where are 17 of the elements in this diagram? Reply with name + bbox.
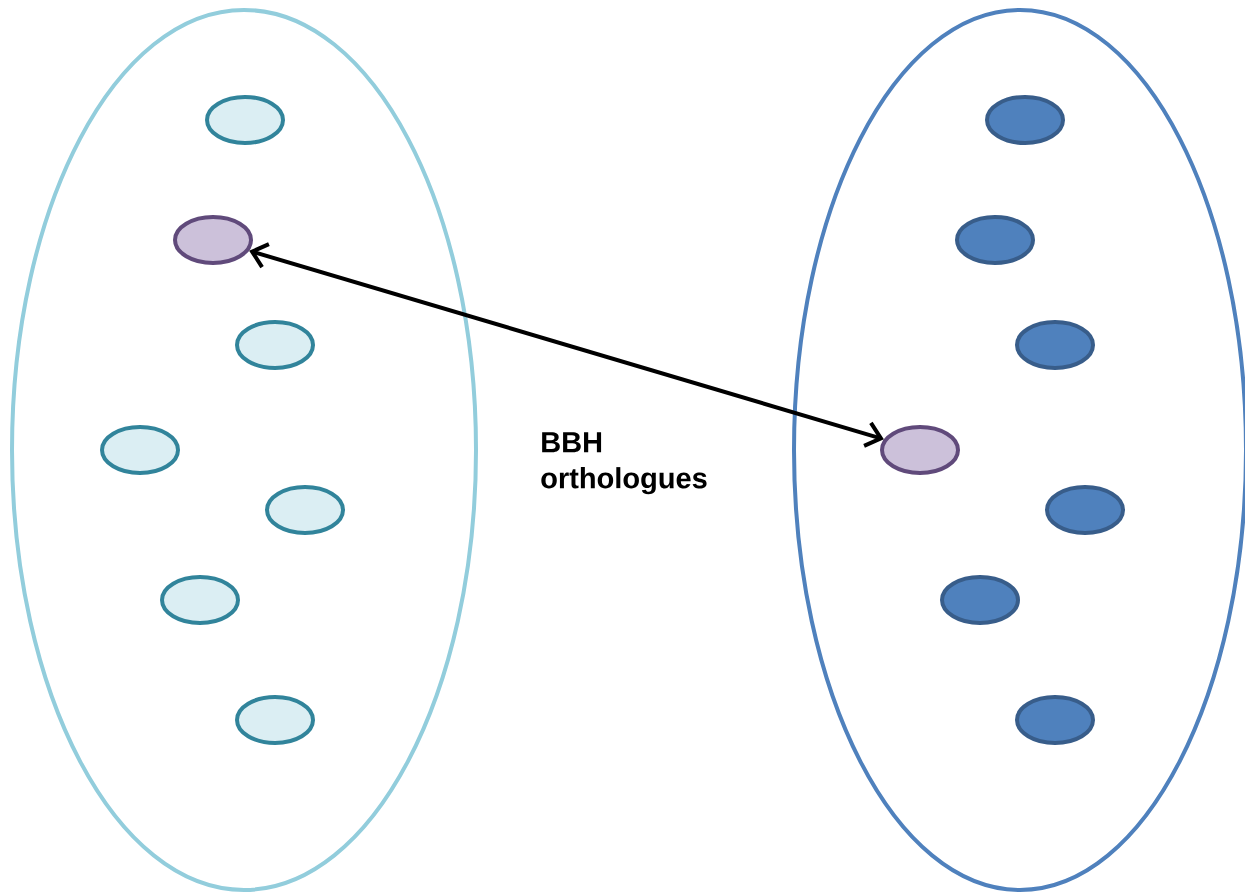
double-arrow: [249, 242, 884, 448]
group-ellipse: [10, 8, 478, 892]
item-ellipse: [1045, 485, 1125, 535]
item-ellipse: [235, 320, 315, 370]
item-ellipse: [100, 425, 180, 475]
item-ellipse: [880, 425, 960, 475]
item-ellipse: [173, 215, 253, 265]
item-ellipse: [1015, 320, 1095, 370]
item-ellipse: [955, 215, 1035, 265]
item-ellipse: [265, 485, 345, 535]
item-ellipse: [205, 95, 285, 145]
item-ellipse: [1015, 695, 1095, 745]
item-ellipse: [160, 575, 240, 625]
item-ellipse: [985, 95, 1065, 145]
edge-label: BBH orthologues: [541, 432, 707, 495]
item-ellipse: [235, 695, 315, 745]
item-ellipse: [940, 575, 1020, 625]
